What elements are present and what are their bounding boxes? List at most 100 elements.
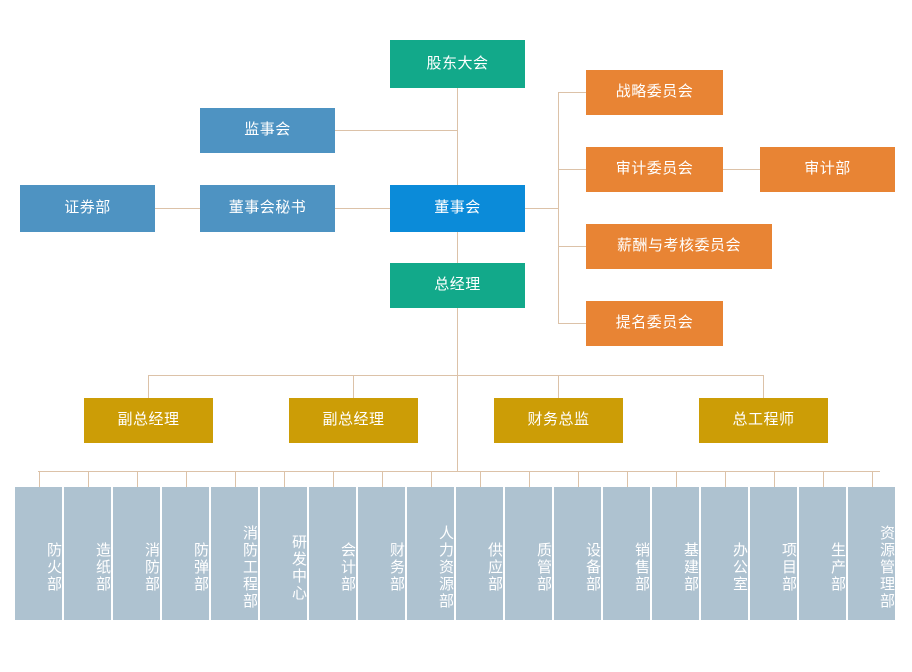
node-executive-deputy-gm-2[interactable]: 副总经理 bbox=[289, 398, 418, 443]
connector-dept-drop bbox=[136, 471, 138, 487]
node-committee-strategy[interactable]: 战略委员会 bbox=[586, 70, 723, 115]
node-department[interactable]: 质管部 bbox=[505, 487, 552, 620]
node-audit-dept[interactable]: 审计部 bbox=[760, 147, 895, 192]
node-label: 薪酬与考核委员会 bbox=[616, 237, 741, 255]
node-department[interactable]: 防弹部 bbox=[162, 487, 209, 620]
connector-dept-drop bbox=[430, 471, 432, 487]
node-label: 董事会 bbox=[434, 199, 481, 217]
node-label: 设备部 bbox=[584, 542, 601, 593]
connector-board-to-gm bbox=[457, 232, 458, 263]
node-label: 提名委员会 bbox=[615, 314, 694, 332]
connector-secretary-to-board bbox=[335, 208, 390, 209]
node-general-manager[interactable]: 总经理 bbox=[390, 263, 525, 308]
connector-dept-drop bbox=[675, 471, 677, 487]
connector-exec-drop-1 bbox=[148, 375, 149, 398]
node-department[interactable]: 资源管理部 bbox=[848, 487, 895, 620]
connector-committee-bus bbox=[558, 92, 559, 324]
connector-dept-drop bbox=[283, 471, 285, 487]
connector-dept-drop bbox=[185, 471, 187, 487]
node-label: 消防部 bbox=[143, 542, 160, 593]
node-label: 副总经理 bbox=[322, 411, 385, 429]
connector-dept-drop bbox=[234, 471, 236, 487]
node-label: 副总经理 bbox=[117, 411, 180, 429]
connector-audit-committee-to-audit-dept bbox=[723, 169, 760, 170]
node-executive-deputy-gm-1[interactable]: 副总经理 bbox=[84, 398, 213, 443]
connector-committee-stub-2 bbox=[558, 169, 586, 170]
connector-supervisory-to-spine bbox=[335, 130, 457, 131]
node-label: 总工程师 bbox=[732, 411, 795, 429]
node-label: 质管部 bbox=[535, 542, 552, 593]
node-department[interactable]: 研发中心 bbox=[260, 487, 307, 620]
node-department[interactable]: 办公室 bbox=[701, 487, 748, 620]
connector-dept-drop bbox=[724, 471, 726, 487]
node-board-of-directors[interactable]: 董事会 bbox=[390, 185, 525, 232]
node-label: 项目部 bbox=[780, 542, 797, 593]
node-label: 战略委员会 bbox=[615, 83, 694, 101]
node-label: 审计委员会 bbox=[615, 160, 694, 178]
node-department[interactable]: 财务部 bbox=[358, 487, 405, 620]
node-label: 销售部 bbox=[633, 542, 650, 593]
node-committee-nomination[interactable]: 提名委员会 bbox=[586, 301, 723, 346]
node-executive-cfo[interactable]: 财务总监 bbox=[494, 398, 623, 443]
connector-gm-to-exec-bus bbox=[457, 308, 458, 375]
node-label: 消防工程部 bbox=[241, 525, 258, 610]
node-label: 董事会秘书 bbox=[228, 199, 307, 217]
node-department[interactable]: 项目部 bbox=[750, 487, 797, 620]
node-label: 办公室 bbox=[731, 542, 748, 593]
node-label: 证券部 bbox=[64, 199, 111, 217]
node-department[interactable]: 造纸部 bbox=[64, 487, 111, 620]
connector-exec-drop-4 bbox=[763, 375, 764, 398]
connector-board-to-committee-bus bbox=[525, 208, 558, 209]
node-label: 人力资源部 bbox=[437, 525, 454, 610]
node-label: 财务总监 bbox=[527, 411, 590, 429]
connector-dept-drop bbox=[87, 471, 89, 487]
connector-dept-drop bbox=[773, 471, 775, 487]
node-label: 研发中心 bbox=[290, 533, 307, 602]
connector-dept-drop bbox=[822, 471, 824, 487]
connector-dept-drop bbox=[479, 471, 481, 487]
connector-dept-drop bbox=[332, 471, 334, 487]
node-department[interactable]: 设备部 bbox=[554, 487, 601, 620]
connector-committee-stub-3 bbox=[558, 246, 586, 247]
node-executive-chief-engineer[interactable]: 总工程师 bbox=[699, 398, 828, 443]
node-label: 总经理 bbox=[434, 276, 481, 294]
node-department[interactable]: 防火部 bbox=[15, 487, 62, 620]
node-department[interactable]: 会计部 bbox=[309, 487, 356, 620]
connector-shareholders-to-board bbox=[457, 88, 458, 185]
connector-committee-stub-1 bbox=[558, 92, 586, 93]
node-department[interactable]: 销售部 bbox=[603, 487, 650, 620]
node-securities-dept[interactable]: 证券部 bbox=[20, 185, 155, 232]
connector-dept-bus bbox=[38, 471, 880, 472]
node-label: 防火部 bbox=[45, 542, 62, 593]
node-label: 基建部 bbox=[682, 542, 699, 593]
node-label: 会计部 bbox=[339, 542, 356, 593]
node-shareholders-meeting[interactable]: 股东大会 bbox=[390, 40, 525, 88]
connector-dept-drop bbox=[871, 471, 873, 487]
node-committee-audit[interactable]: 审计委员会 bbox=[586, 147, 723, 192]
connector-dept-drop bbox=[38, 471, 40, 487]
node-board-secretary[interactable]: 董事会秘书 bbox=[200, 185, 335, 232]
node-label: 防弹部 bbox=[192, 542, 209, 593]
connector-exec-bus bbox=[148, 375, 763, 376]
node-department[interactable]: 基建部 bbox=[652, 487, 699, 620]
node-label: 生产部 bbox=[829, 542, 846, 593]
node-supervisory-board[interactable]: 监事会 bbox=[200, 108, 335, 153]
node-label: 财务部 bbox=[388, 542, 405, 593]
node-label: 监事会 bbox=[244, 121, 291, 139]
connector-securities-to-secretary bbox=[155, 208, 200, 209]
connector-dept-drop bbox=[528, 471, 530, 487]
connector-dept-drop bbox=[577, 471, 579, 487]
node-label: 供应部 bbox=[486, 542, 503, 593]
node-department[interactable]: 生产部 bbox=[799, 487, 846, 620]
node-label: 审计部 bbox=[804, 160, 851, 178]
node-department[interactable]: 人力资源部 bbox=[407, 487, 454, 620]
node-department[interactable]: 消防部 bbox=[113, 487, 160, 620]
connector-committee-stub-4 bbox=[558, 323, 586, 324]
node-department[interactable]: 消防工程部 bbox=[211, 487, 258, 620]
connector-dept-drop bbox=[381, 471, 383, 487]
node-committee-compensation[interactable]: 薪酬与考核委员会 bbox=[586, 224, 772, 269]
node-label: 资源管理部 bbox=[878, 525, 895, 610]
node-department[interactable]: 供应部 bbox=[456, 487, 503, 620]
node-label: 股东大会 bbox=[426, 54, 489, 72]
